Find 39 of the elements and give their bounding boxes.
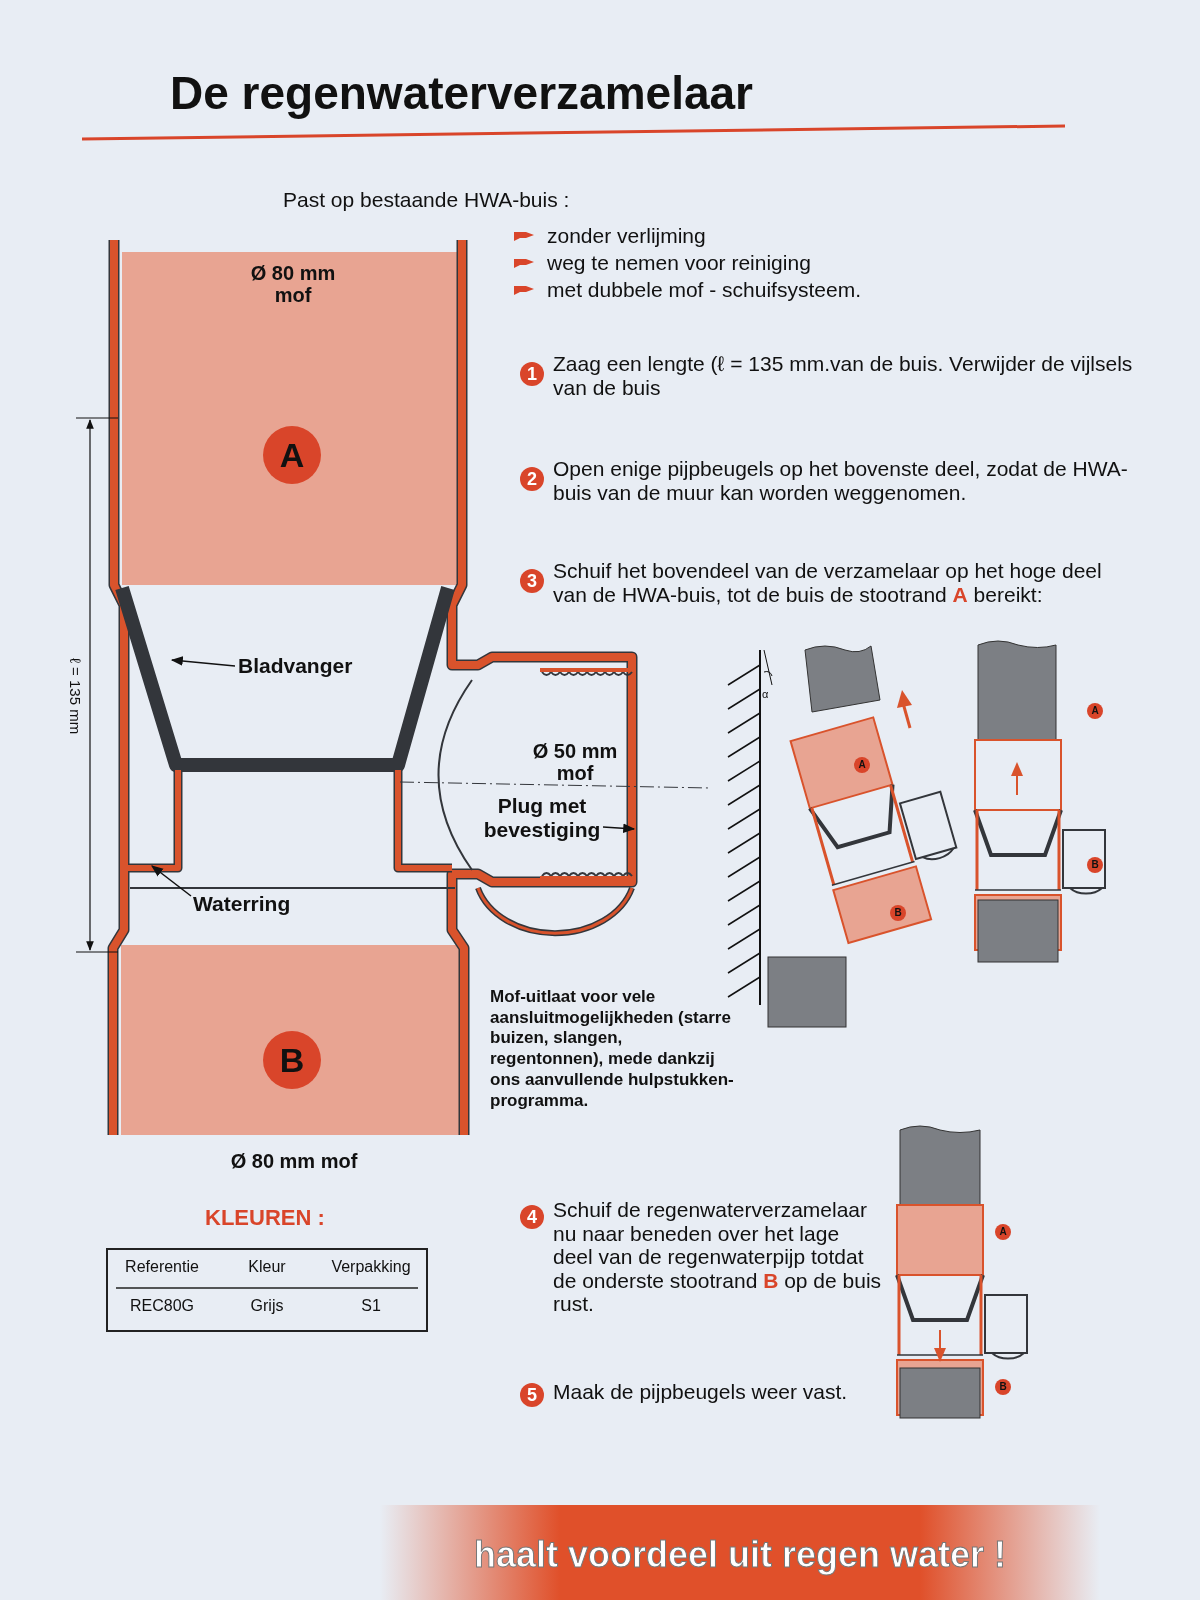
table-cell-text: S1 bbox=[360, 1297, 382, 1315]
intro-text: Past op bestaande HWA-buis : bbox=[283, 188, 570, 212]
description-text: Mof-uitlaat voor vele aansluitmogelijkheden (starre buizen, slangen, regentonnen), mede dankzij ons aanvullende hulpstukken-programma. bbox=[490, 987, 735, 1112]
dimension-label: ℓ = 135 mm bbox=[66, 658, 83, 735]
bullet-text: zonder verlijming bbox=[547, 224, 706, 248]
step-text: Zaag een lengte (ℓ = 135 mm.van de buis. Verwijder de vijlsels van de buis bbox=[553, 352, 1133, 400]
table-cell-text: Grijs bbox=[249, 1297, 285, 1315]
step-text: Schuif de regenwaterverzamelaar nu naar beneden over het lage deel van de regenwaterpijp totdat de onderste stootrand B op de buis rust. bbox=[553, 1198, 883, 1316]
diameter-label: Ø 80 mm mof bbox=[229, 1150, 359, 1173]
table-header-cell-text: Referentie bbox=[124, 1258, 200, 1276]
part-label: Bladvanger bbox=[238, 654, 353, 678]
callout-letter: B bbox=[995, 1379, 1011, 1395]
angle-label: α bbox=[762, 688, 769, 701]
callout-letter: B bbox=[1087, 857, 1103, 873]
callout-letter: A bbox=[1087, 703, 1103, 719]
title: De regenwaterverzamelaar bbox=[170, 68, 753, 120]
step-number: 3 bbox=[520, 569, 544, 593]
diameter-label: Ø 80 mm mof bbox=[249, 262, 337, 307]
step-number: 2 bbox=[520, 467, 544, 491]
slogan-text: haalt voordeel uit regen water ! bbox=[472, 1535, 1008, 1576]
leader-line bbox=[602, 823, 636, 834]
step-text: Open enige pijpbeugels op het bovenste deel, zodat de HWA-buis van de muur kan worden weggenomen. bbox=[553, 457, 1129, 505]
step-text: Schuif het bovendeel van de verzamelaar op het hoge deel van de HWA-buis, tot de buis de stootrand A bereikt: bbox=[553, 559, 1103, 607]
part-label: Plug met bevestiging bbox=[480, 794, 604, 842]
callout-letter: A bbox=[995, 1224, 1011, 1240]
leader-line bbox=[151, 865, 192, 897]
step-number: 1 bbox=[520, 362, 544, 386]
table-cell-text: REC80G bbox=[129, 1297, 195, 1315]
part-label: Waterring bbox=[193, 892, 291, 916]
table-header-cell-text: Verpakking bbox=[330, 1258, 412, 1276]
diameter-label: Ø 50 mm mof bbox=[531, 740, 619, 785]
step-text: Maak de pijpbeugels weer vast. bbox=[553, 1380, 849, 1404]
table-heading: KLEUREN : bbox=[205, 1206, 325, 1231]
step-number: 4 bbox=[520, 1205, 544, 1229]
bullet-text: weg te nemen voor reiniging bbox=[547, 251, 811, 275]
bullet-text: met dubbele mof - schuifsysteem. bbox=[547, 278, 861, 302]
step-number: 5 bbox=[520, 1383, 544, 1407]
leader-line bbox=[170, 656, 236, 667]
table-header-cell-text: Kleur bbox=[247, 1258, 287, 1276]
